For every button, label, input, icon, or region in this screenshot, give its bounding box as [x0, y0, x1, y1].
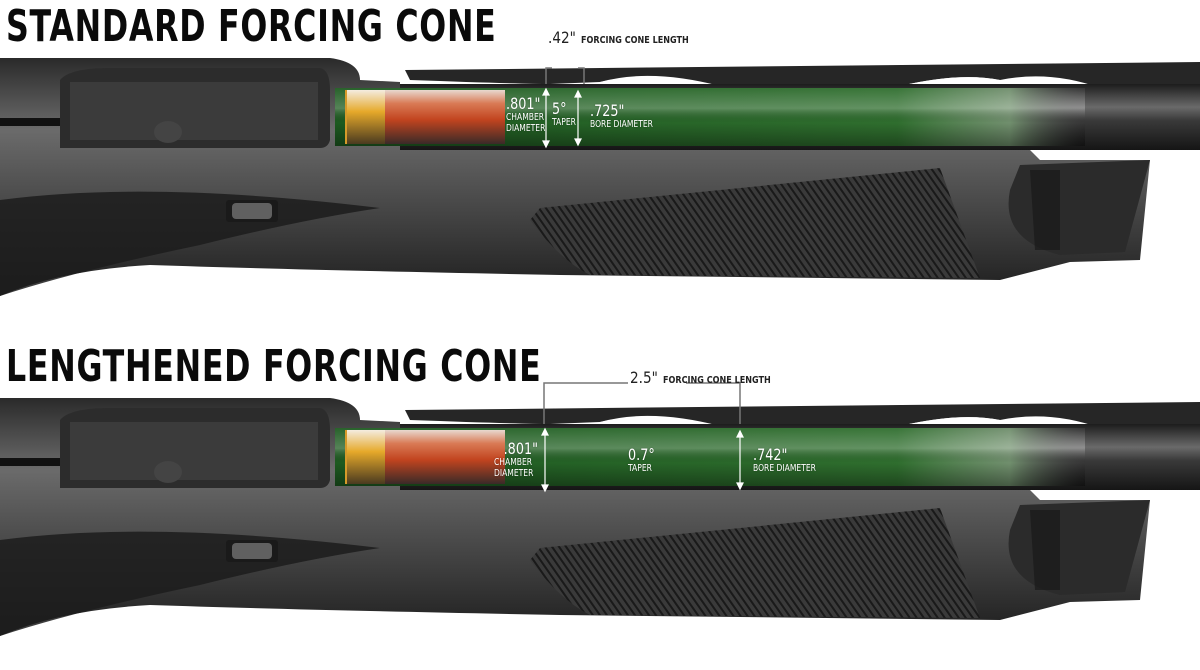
chamber-diameter-label-line1: CHAMBER: [494, 457, 533, 468]
bore-diameter-annotation: .725" BORE DIAMETER: [590, 102, 669, 130]
forcing-cone-length-label: FORCING CONE LENGTH: [580, 35, 689, 46]
lengthened-forcing-cone-title: LENGTHENED FORCING CONE: [6, 341, 542, 392]
chamber-diameter-label-line1: CHAMBER: [506, 112, 545, 123]
taper-label: TAPER: [552, 117, 576, 128]
bore-diameter-value: .742": [753, 445, 788, 464]
chamber-diameter-annotation: .801" CHAMBER DIAMETER: [506, 95, 555, 134]
chamber-diameter-annotation: .801" CHAMBER DIAMETER: [494, 440, 549, 479]
taper-value: 5°: [552, 99, 567, 118]
forcing-cone-length-value: 2.5": [630, 368, 658, 387]
chamber-diameter-value: .801": [506, 94, 541, 113]
forcing-cone-length-callout: .42" FORCING CONE LENGTH: [548, 28, 708, 47]
standard-forcing-cone-title: STANDARD FORCING CONE: [6, 1, 497, 52]
forcing-cone-length-callout: 2.5" FORCING CONE LENGTH: [630, 368, 790, 387]
taper-value: 0.7°: [628, 445, 655, 464]
standard-forcing-cone-panel: STANDARD FORCING CONE .42" FORCING CONE L…: [0, 0, 1200, 330]
forcing-cone-length-value: .42": [548, 28, 576, 47]
shotgun-cutaway-illustration: [0, 382, 1200, 636]
chamber-diameter-label-line2: DIAMETER: [494, 468, 534, 479]
chamber-diameter-label-line2: DIAMETER: [506, 123, 546, 134]
taper-annotation: 5° TAPER: [552, 100, 582, 128]
taper-label: TAPER: [628, 463, 652, 474]
bore-diameter-value: .725": [590, 101, 625, 120]
shotgun-cutaway-illustration: [0, 58, 1200, 296]
bore-diameter-annotation: .742" BORE DIAMETER: [753, 446, 832, 474]
lengthened-forcing-cone-panel: LENGTHENED FORCING CONE 2.5" FORCING CONE…: [0, 340, 1200, 670]
taper-annotation: 0.7° TAPER: [628, 446, 661, 474]
chamber-diameter-value: .801": [503, 439, 538, 458]
bore-diameter-label: BORE DIAMETER: [753, 463, 816, 474]
bore-diameter-label: BORE DIAMETER: [590, 119, 653, 130]
forcing-cone-length-label: FORCING CONE LENGTH: [662, 375, 771, 386]
